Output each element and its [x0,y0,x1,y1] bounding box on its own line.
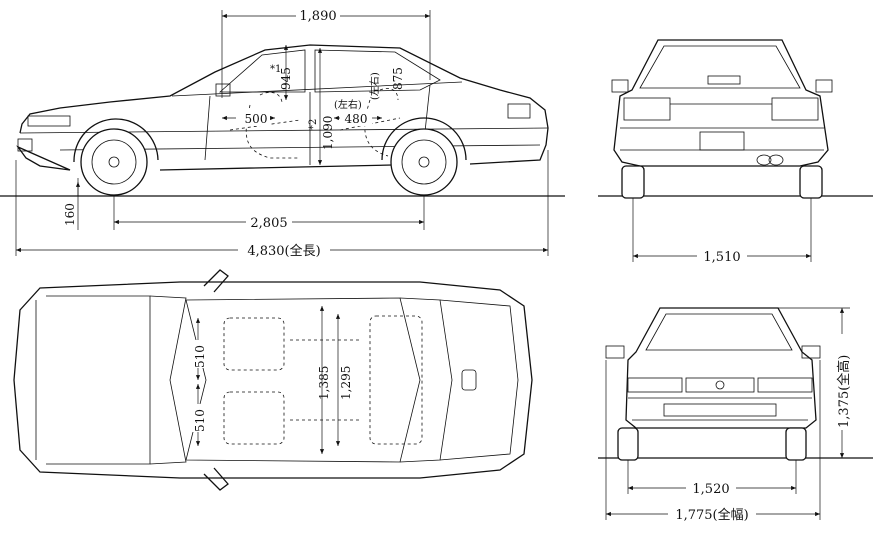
overall-width-label: 1,775(全幅) [675,507,748,523]
rear-third-brake-light [707,75,741,85]
rear-view: 1,510 [598,39,873,265]
front-seat-dim-label: 500 [245,112,268,126]
side-front-marker [17,138,33,152]
rear-right-mirror [815,79,833,93]
top-roof-outline [185,297,421,463]
side-view: 1,890 *1 945 (左右) 875 500 *2 1,090 (左右) … [0,8,565,259]
rear-seat-note: (左右) [334,98,362,111]
front-view: 1,520 1,775(全幅) 1,375(全高) [598,307,873,523]
top-hood-outline [46,295,151,465]
side-rear-wheel [390,128,458,196]
front-right-tire [785,427,807,461]
front-grille [685,377,755,393]
interior-height-note: *2 [308,119,319,130]
rear-right-tire [799,165,823,199]
side-mirror [215,83,231,97]
side-front-rim [91,139,137,185]
overall-height-label: 1,375(全高) [836,355,852,428]
rear-left-tire [621,165,645,199]
top-view: 510 510 1,385 1,295 [13,269,533,491]
rear-seat-dim-label: 480 [345,112,368,126]
side-rear-rim [401,139,447,185]
front-air-intake [663,403,777,417]
side-front-hub [108,156,120,168]
side-body-outline [16,44,549,171]
rear-trunk-lines [620,103,824,151]
top-trunk [439,299,519,461]
top-rear-window [399,297,453,463]
rear-left-mirror [611,79,629,93]
top-right-mirror [203,467,229,491]
front-right-headlight [757,377,813,393]
side-rear-arch [381,117,467,161]
top-trunk-lock [461,369,477,391]
top-front-right-seat [223,391,285,445]
side-rear-window [314,49,441,93]
side-taillight [507,103,531,119]
seat-width-lower-label: 510 [193,409,207,432]
side-front-wheel [80,128,148,196]
top-body-outline [13,281,533,479]
rear-headroom-label: 875 [391,67,405,90]
wheelbase-label: 2,805 [250,216,287,231]
front-headroom-label: 945 [279,67,293,90]
front-right-mirror [801,345,821,359]
rear-headroom-note: (左右) [368,72,381,100]
rear-license-plate [699,131,745,151]
top-windshield [149,295,187,465]
interior-height-label: 1,090 [321,116,335,150]
top-left-mirror [203,269,229,293]
overall-length-label: 4,830(全長) [247,243,320,259]
front-bumper-lines [628,397,812,421]
interior-width-2-label: 1,295 [339,366,353,400]
front-left-mirror [605,345,625,359]
side-belt-line [171,81,463,97]
rear-track-label: 1,510 [703,250,740,265]
front-emblem [715,380,725,390]
front-left-tire [617,427,639,461]
front-body-outline [625,307,817,429]
interior-width-1-label: 1,385 [317,366,331,400]
side-headlight [27,115,71,127]
front-windshield [645,313,793,351]
front-left-headlight [627,377,683,393]
rear-exhaust-right [768,154,784,166]
rear-left-taillight [623,97,671,121]
side-front-window [218,49,306,93]
front-track-label: 1,520 [692,482,729,497]
seat-width-upper-label: 510 [193,345,207,368]
top-front-left-seat [223,317,285,371]
rear-right-taillight [771,97,819,121]
ground-clearance-label: 160 [63,203,77,226]
rear-exhaust-left [756,154,772,166]
headroom-span-label: 1,890 [299,9,336,24]
side-rear-hub [418,156,430,168]
top-rear-bench [369,315,423,445]
front-headroom-note: *1 [270,64,281,75]
rear-window [639,45,801,89]
side-front-arch [73,118,159,163]
rear-body-outline [613,39,829,167]
